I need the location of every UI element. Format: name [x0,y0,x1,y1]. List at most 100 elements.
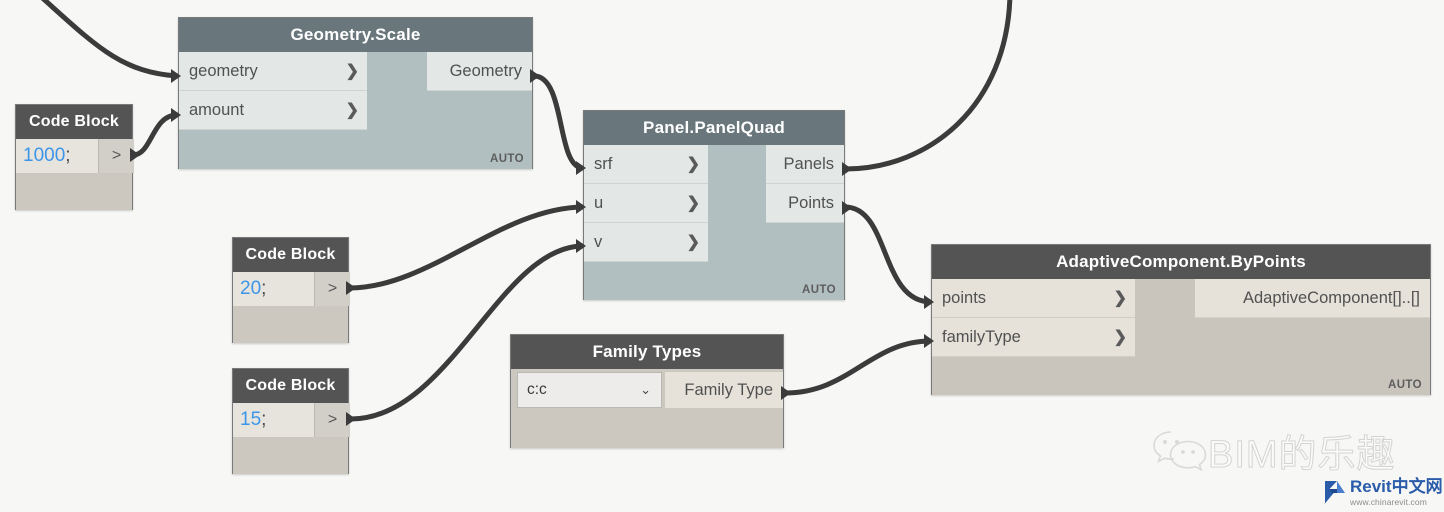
code-block-output-20[interactable]: > [314,272,350,306]
node-geometry-scale[interactable]: Geometry.Scale geometry ❯ amount ❯ Geome… [178,17,533,169]
code-block-terminator: ; [65,145,71,166]
input-port-u-label: u [594,193,604,212]
node-title-code-block-1000: Code Block [16,105,132,139]
output-port-panels-label: Panels [783,154,834,173]
connector-out-code-block-20 [346,281,356,295]
chevron-right-icon: ❯ [686,195,700,212]
chevron-right-icon: ❯ [686,156,700,173]
wire-panels-to-external [842,0,1013,172]
input-port-points[interactable]: points ❯ [932,279,1135,318]
wire-points-to-points [842,204,934,305]
code-block-output-15[interactable]: > [314,403,350,437]
connector-in-srf [576,161,586,175]
watermark-revit-url: www.chinarevit.com [1350,497,1427,507]
input-port-v[interactable]: v ❯ [584,223,708,262]
watermark-wechat: BIM的乐趣 [1152,423,1396,478]
connector-in-familytype [924,334,934,348]
node-title-adaptive-component-bypoints: AdaptiveComponent.ByPoints [932,245,1430,279]
node-title-panel-panelquad: Panel.PanelQuad [584,111,844,145]
input-port-points-label: points [942,288,987,307]
chevron-right-icon: ❯ [1113,329,1127,346]
node-title-family-types: Family Types [511,335,783,369]
wire-codeblock20-to-u [346,204,586,291]
code-block-row-1000[interactable]: 1000; > [16,139,134,173]
input-port-srf-label: srf [594,154,613,173]
connector-out-points [842,201,852,215]
code-block-row-20[interactable]: 20; > [233,272,350,306]
node-title-code-block-15: Code Block [233,369,348,403]
output-port-family-type[interactable]: Family Type [665,372,783,408]
status-badge-auto-geometry-scale: AUTO [490,153,524,165]
input-port-geometry-label: geometry [189,61,258,80]
output-port-adaptivecomponent[interactable]: AdaptiveComponent[]..[] [1195,279,1430,318]
node-body-code-block-15: 15; > [233,403,350,474]
connector-out-panels [842,162,852,176]
connector-in-points [924,295,934,309]
node-body-geometry-scale: geometry ❯ amount ❯ Geometry AUTO [179,52,532,169]
code-block-text-15[interactable]: 15; [233,403,314,437]
watermark-revit-label: Revit中文网 [1350,477,1443,496]
output-port-panels[interactable]: Panels [766,145,844,184]
code-block-text-1000[interactable]: 1000; [16,139,98,173]
output-port-points[interactable]: Points [766,184,844,223]
family-type-dropdown[interactable]: c:c ⌄ [517,372,662,408]
output-port-geometry[interactable]: Geometry [427,52,532,91]
chevron-right-icon: ❯ [1113,290,1127,307]
status-badge-auto-panel-panelquad: AUTO [802,284,836,296]
input-port-familytype[interactable]: familyType ❯ [932,318,1135,357]
family-type-dropdown-value: c:c [527,381,547,398]
connector-out-code-block-1000 [130,148,140,162]
code-block-value-1000: 1000 [23,145,66,166]
connector-in-amount [171,108,181,122]
node-adaptive-component-bypoints[interactable]: AdaptiveComponent.ByPoints points ❯ fami… [931,244,1431,395]
connector-out-code-block-15 [346,412,356,426]
wire-external-to-geometry [40,0,180,79]
output-port-adaptivecomponent-label: AdaptiveComponent[]..[] [1242,288,1420,307]
node-code-block-15[interactable]: Code Block 15; > [232,368,350,474]
node-code-block-20[interactable]: Code Block 20; > [232,237,350,343]
watermark-wechat-label: BIM的乐趣 [1208,434,1396,477]
input-port-amount[interactable]: amount ❯ [179,91,367,130]
node-body-family-types: c:c ⌄ Family Type [511,369,783,448]
code-block-terminator: ; [261,409,267,430]
chevron-down-icon: ⌄ [640,382,651,397]
wire-geometry-to-srf [531,73,586,171]
connector-in-geometry [171,69,181,83]
node-title-code-block-20: Code Block [233,238,348,272]
node-family-types[interactable]: Family Types c:c ⌄ Family Type [510,334,784,448]
code-block-value-15: 15 [240,409,262,430]
wire-familytype-to-familytype [782,338,934,396]
connector-in-v [576,239,586,253]
code-block-output-1000[interactable]: > [98,139,134,173]
node-title-geometry-scale: Geometry.Scale [179,18,532,52]
chevron-right-icon: ❯ [345,102,359,119]
node-body-code-block-20: 20; > [233,272,350,343]
input-port-v-label: v [594,232,603,251]
status-badge-auto-adaptive-component: AUTO [1388,379,1422,391]
chevron-right-icon: ❯ [345,63,359,80]
connector-in-u [576,200,586,214]
node-code-block-1000[interactable]: Code Block 1000; > [15,104,134,210]
revit-logo-icon [1324,481,1345,505]
watermark-revit: Revit中文网 www.chinarevit.com [1320,478,1443,507]
code-block-text-20[interactable]: 20; [233,272,314,306]
wechat-icon [1153,430,1207,471]
chevron-right-icon: ❯ [686,234,700,251]
code-block-row-15[interactable]: 15; > [233,403,350,437]
connector-out-family-type [781,386,791,400]
output-port-geometry-label: Geometry [449,61,522,80]
node-body-adaptive-component-bypoints: points ❯ familyType ❯ AdaptiveComponent[… [932,279,1430,395]
output-port-family-type-label: Family Type [684,380,773,399]
code-block-value-20: 20 [240,278,262,299]
code-block-terminator: ; [261,278,267,299]
node-body-code-block-1000: 1000; > [16,139,134,210]
node-body-panel-panelquad: srf ❯ u ❯ v ❯ Panels Points AUTO [584,145,844,300]
connector-out-geometry [530,69,540,83]
input-port-u[interactable]: u ❯ [584,184,708,223]
output-port-points-label: Points [788,193,834,212]
node-panel-panelquad[interactable]: Panel.PanelQuad srf ❯ u ❯ v ❯ Panels Poi… [583,110,845,300]
input-port-amount-label: amount [189,100,245,119]
input-port-srf[interactable]: srf ❯ [584,145,708,184]
input-port-geometry[interactable]: geometry ❯ [179,52,367,91]
